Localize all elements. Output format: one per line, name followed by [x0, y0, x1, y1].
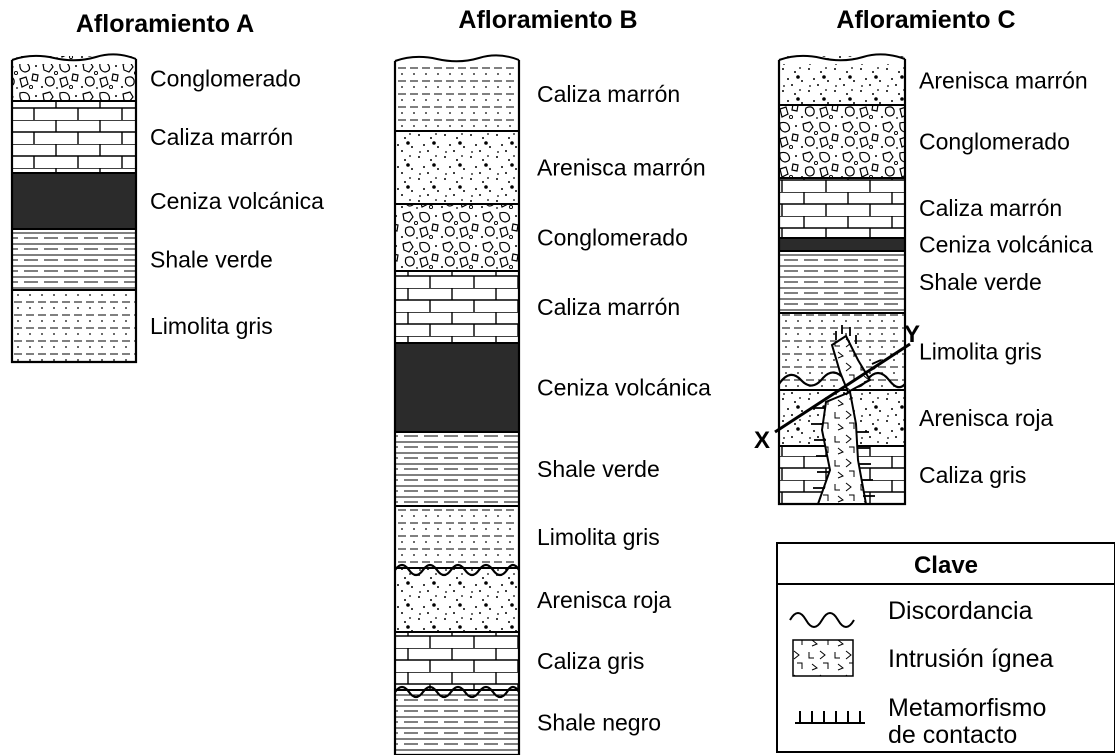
- layer-label: Arenisca marrón: [919, 68, 1088, 94]
- layer-shale: [12, 228, 136, 290]
- layer-label: Shale verde: [150, 247, 273, 273]
- layer-label: Limolita gris: [537, 524, 660, 550]
- key-box: Clave Discordancia Intrusión ígnea Metam…: [776, 542, 1115, 753]
- layer-label: Caliza marrón: [537, 81, 680, 107]
- layer-label: Caliza gris: [537, 648, 644, 674]
- outcrop-outline: [393, 60, 521, 755]
- key-label-contact-metamorphism-2: de contacto: [888, 721, 1017, 749]
- layer-label: Limolita gris: [150, 313, 273, 339]
- outcrop-top-surface: [394, 54, 520, 63]
- outcrop-top-surface: [778, 53, 906, 62]
- layer-label: Caliza gris: [919, 462, 1026, 488]
- layer-label: Shale verde: [537, 456, 660, 482]
- contact-metamorphism-key-symbol: [795, 711, 865, 724]
- fault-label-y: Y: [904, 321, 920, 348]
- key-title: Clave: [914, 552, 978, 579]
- outcrop-top-surface: [11, 53, 137, 62]
- layer-shale: [779, 250, 905, 313]
- layer-ash: [395, 342, 519, 432]
- outcrop-a-title: Afloramiento A: [76, 10, 254, 38]
- outcrop-outline: [10, 59, 138, 364]
- layer-label: Arenisca roja: [919, 405, 1053, 431]
- layer-shale: [395, 689, 519, 755]
- layer-label: Caliza marrón: [537, 294, 680, 320]
- layer-label: Ceniza volcánica: [150, 188, 324, 214]
- layer-label: Conglomerado: [150, 66, 301, 92]
- outcrop-c-title: Afloramiento C: [836, 6, 1015, 34]
- key-label-unconformity: Discordancia: [888, 597, 1033, 625]
- layer-label: Arenisca marrón: [537, 155, 706, 181]
- layer-ash: [779, 237, 905, 251]
- unconformity-key-symbol: [789, 612, 855, 628]
- layer-label: Shale negro: [537, 710, 661, 736]
- layer-siltstone: [12, 289, 136, 362]
- layer-label: Conglomerado: [919, 129, 1070, 155]
- layer-label: Caliza marrón: [919, 195, 1062, 221]
- layer-label: Ceniza volcánica: [537, 375, 711, 401]
- layer-conglomerate: [395, 203, 519, 271]
- layer-limestone: [395, 270, 519, 343]
- layer-siltstone: [395, 57, 519, 131]
- layer-label: Shale verde: [919, 269, 1042, 295]
- unconformity-line: [394, 685, 520, 699]
- key-label-igneous-intrusion: Intrusión ígnea: [888, 645, 1053, 673]
- outcrop-b-title: Afloramiento B: [458, 6, 637, 34]
- unconformity-line: [394, 563, 520, 577]
- layer-label: Ceniza volcánica: [919, 232, 1093, 258]
- key-label-contact-metamorphism-1: Metamorfismo: [888, 694, 1046, 722]
- layer-sandstone: [395, 567, 519, 632]
- layer-limestone: [395, 631, 519, 690]
- layer-label: Conglomerado: [537, 225, 688, 251]
- layer-label: Limolita gris: [919, 339, 1042, 365]
- layer-label: Arenisca roja: [537, 587, 671, 613]
- layer-label: Caliza marrón: [150, 124, 293, 150]
- layer-sandstone: [395, 130, 519, 204]
- layer-shale: [395, 431, 519, 506]
- igneous-intrusion-key-symbol: [792, 639, 854, 677]
- layer-limestone: [12, 100, 136, 173]
- layer-limestone: [779, 177, 905, 238]
- layer-siltstone: [395, 505, 519, 568]
- fault-label-x: X: [754, 427, 770, 454]
- layer-sandstone: [779, 56, 905, 105]
- layer-ash: [12, 172, 136, 229]
- layer-conglomerate: [779, 104, 905, 178]
- fault-line: [774, 342, 911, 434]
